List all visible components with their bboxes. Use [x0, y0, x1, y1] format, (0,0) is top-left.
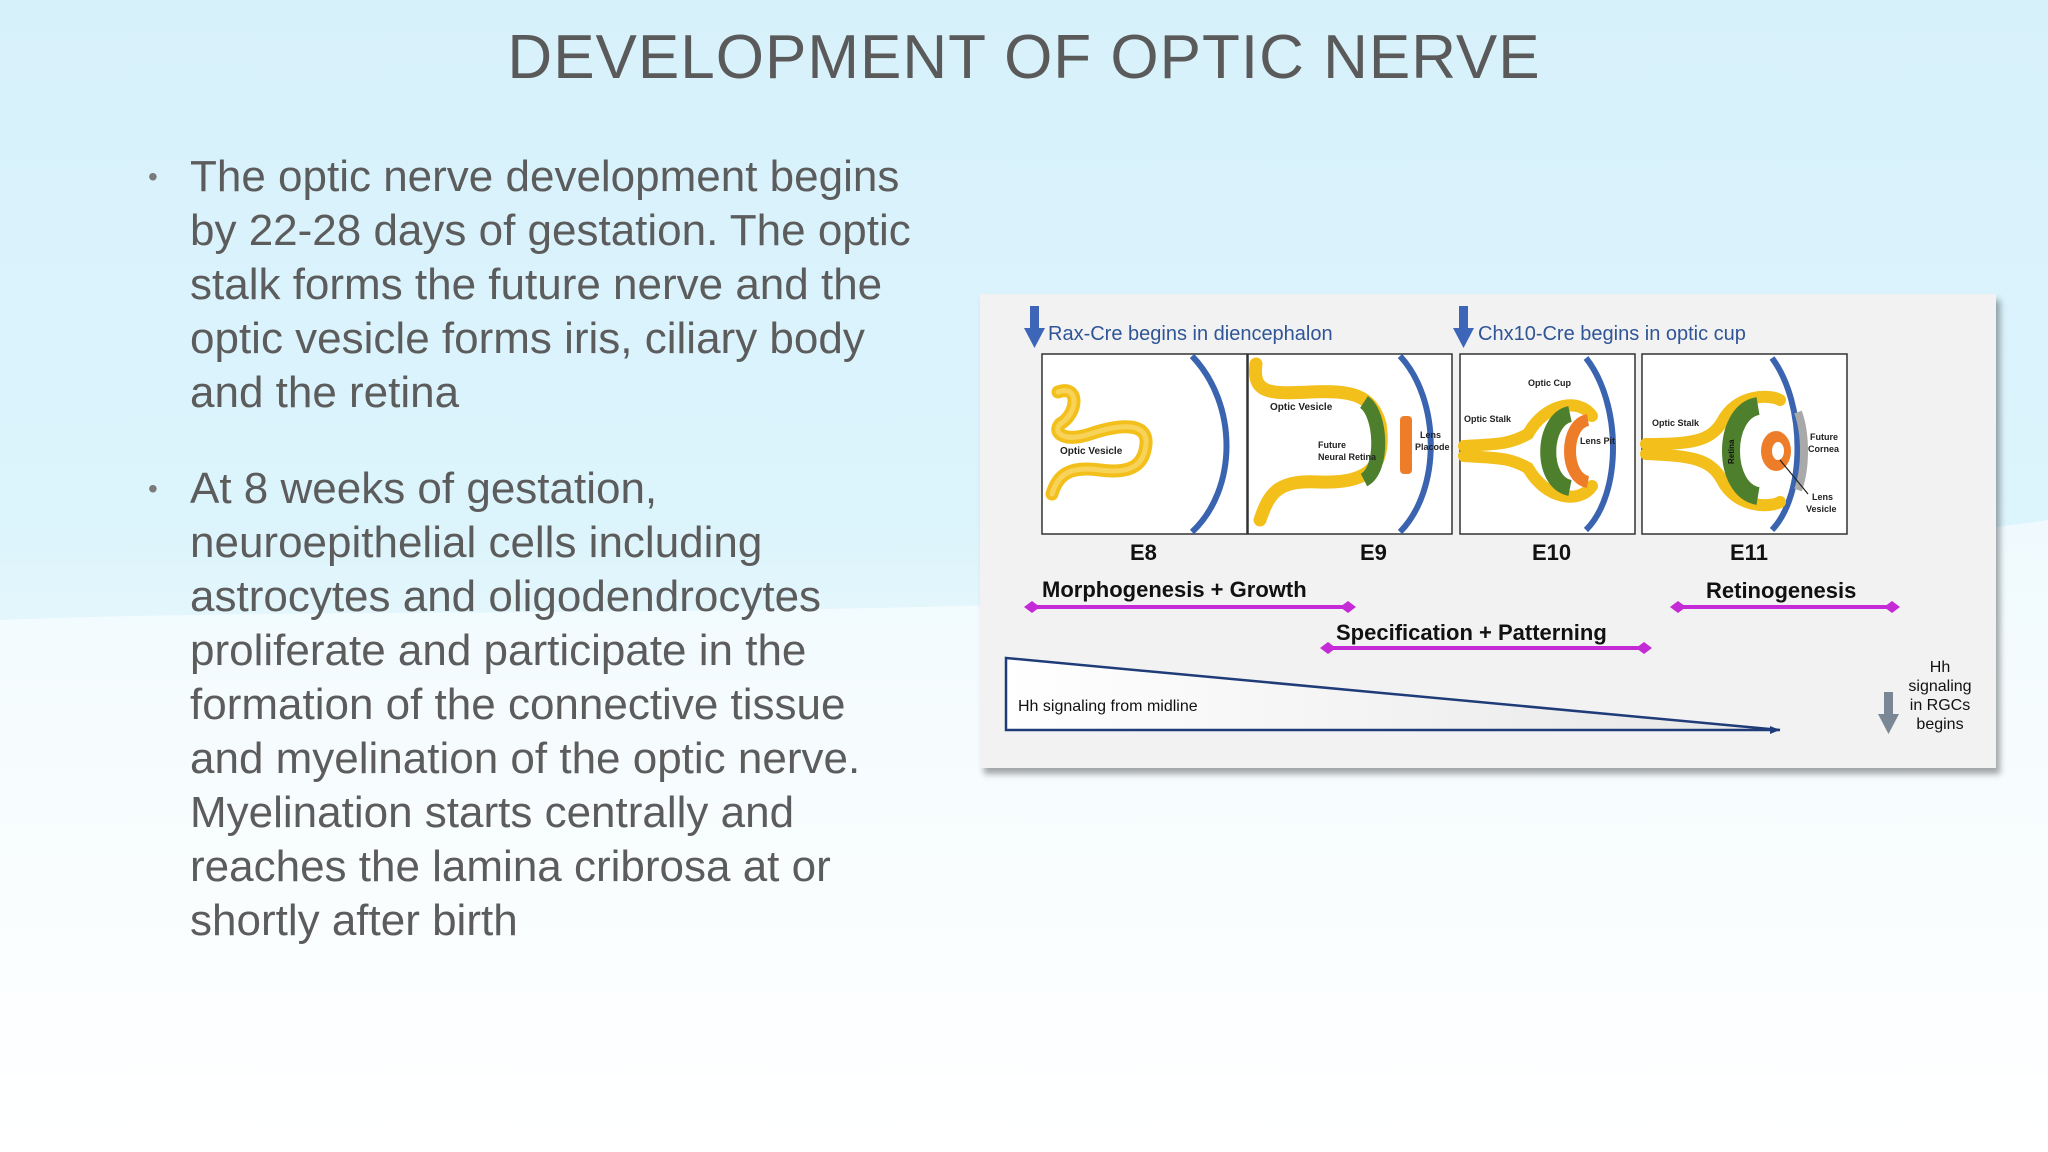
rax-cre-label: Rax-Cre begins in diencephalon	[1048, 323, 1333, 345]
e9-future-label: Future	[1318, 440, 1346, 450]
e10-lens-pit-label: Lens Pit	[1580, 436, 1615, 446]
stage-label-e11: E11	[1730, 540, 1768, 565]
e9-optic-vesicle-label: Optic Vesicle	[1270, 402, 1333, 413]
bullet-text: At 8 weeks of gestation, neuroepithelial…	[190, 464, 861, 945]
slide-title: DEVELOPMENT OF OPTIC NERVE	[507, 23, 1541, 92]
panel-e11: Optic Stalk Retina Future Cornea Lens Ve…	[1640, 353, 1848, 535]
optic-development-figure: Rax-Cre begins in diencephalon Chx10-Cre…	[980, 294, 1996, 768]
hh-midline-label: Hh signaling from midline	[1018, 698, 1198, 715]
e11-lens-label: Lens	[1812, 492, 1833, 502]
rax-arrow-icon	[1024, 306, 1045, 348]
morphogenesis-bar	[1024, 601, 1356, 613]
stage-label-e9: E9	[1360, 540, 1387, 565]
bullet-item: • The optic nerve development begins by …	[140, 150, 930, 420]
e10-optic-cup-label: Optic Cup	[1528, 378, 1571, 388]
stage-label-e8: E8	[1130, 540, 1157, 565]
e9-neural-retina-label: Neural Retina	[1318, 452, 1377, 462]
hh-gradient-wedge	[1004, 656, 1781, 734]
hh-rgc-line-1: Hh	[1930, 659, 1950, 676]
chx10-cre-label: Chx10-Cre begins in optic cup	[1478, 323, 1746, 345]
panel-e9: Optic Vesicle Future Neural Retina Lens …	[1247, 353, 1453, 535]
hh-rgc-line-4: begins	[1916, 716, 1963, 733]
bullet-text: The optic nerve development begins by 22…	[190, 152, 911, 417]
e11-optic-stalk-label: Optic Stalk	[1652, 418, 1700, 428]
hh-rgc-line-3: in RGCs	[1910, 697, 1970, 714]
e9-placode-label: Placode	[1415, 442, 1450, 452]
e11-future-label: Future	[1810, 432, 1838, 442]
specification-label: Specification + Patterning	[1336, 620, 1607, 645]
retinogenesis-bar	[1670, 601, 1900, 613]
e10-optic-stalk-label: Optic Stalk	[1464, 414, 1512, 424]
e11-vesicle-label: Vesicle	[1806, 504, 1837, 514]
hh-rgc-arrow-icon	[1878, 692, 1899, 734]
chx10-arrow-icon	[1453, 306, 1474, 348]
panel-e10: Optic Cup Optic Stalk Lens Pit	[1458, 353, 1636, 535]
e11-cornea-label: Cornea	[1808, 444, 1840, 454]
e8-optic-vesicle-label: Optic Vesicle	[1060, 446, 1123, 457]
e9-lens-label: Lens	[1420, 430, 1441, 440]
stage-label-e10: E10	[1532, 540, 1571, 565]
bullet-item: • At 8 weeks of gestation, neuroepitheli…	[140, 462, 930, 948]
retinogenesis-label: Retinogenesis	[1706, 578, 1856, 603]
e11-retina-label: Retina	[1727, 439, 1736, 464]
bullet-list: • The optic nerve development begins by …	[140, 150, 930, 990]
morphogenesis-label: Morphogenesis + Growth	[1042, 577, 1307, 602]
panel-e8: Optic Vesicle	[1041, 353, 1248, 535]
specification-bar	[1320, 642, 1652, 654]
bullet-dot-icon: •	[148, 473, 158, 504]
hh-rgc-line-2: signaling	[1908, 678, 1971, 695]
bullet-dot-icon: •	[148, 161, 158, 192]
